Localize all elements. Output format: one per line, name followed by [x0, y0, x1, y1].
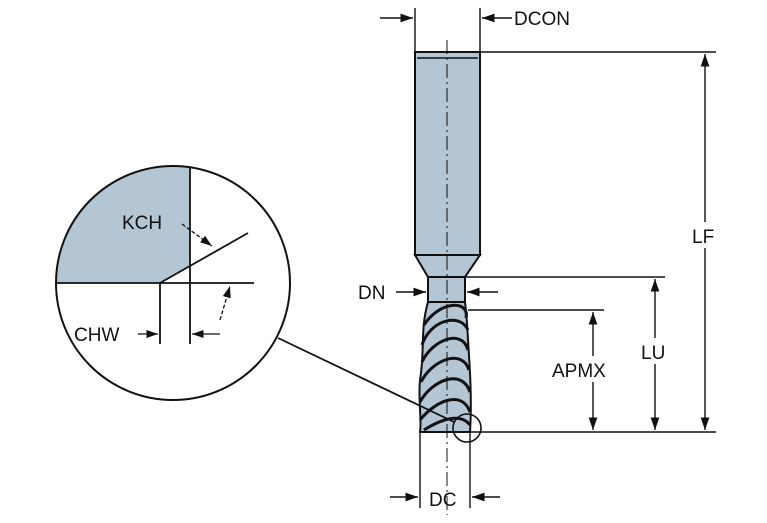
label-lu: LU — [641, 343, 665, 364]
detail-marker — [452, 413, 482, 443]
label-lf: LF — [692, 227, 714, 248]
label-apmx: APMX — [552, 361, 606, 382]
end-mill-tool — [413, 51, 482, 433]
corner-chamfer-detail: KCH CHW — [55, 165, 291, 401]
label-dn: DN — [358, 283, 385, 304]
label-dcon: DCON — [514, 9, 570, 30]
label-dc: DC — [429, 490, 456, 511]
label-kch: KCH — [122, 213, 162, 234]
extension-lines — [414, 8, 716, 508]
label-chw: CHW — [74, 325, 119, 346]
detail-leader — [277, 337, 455, 423]
